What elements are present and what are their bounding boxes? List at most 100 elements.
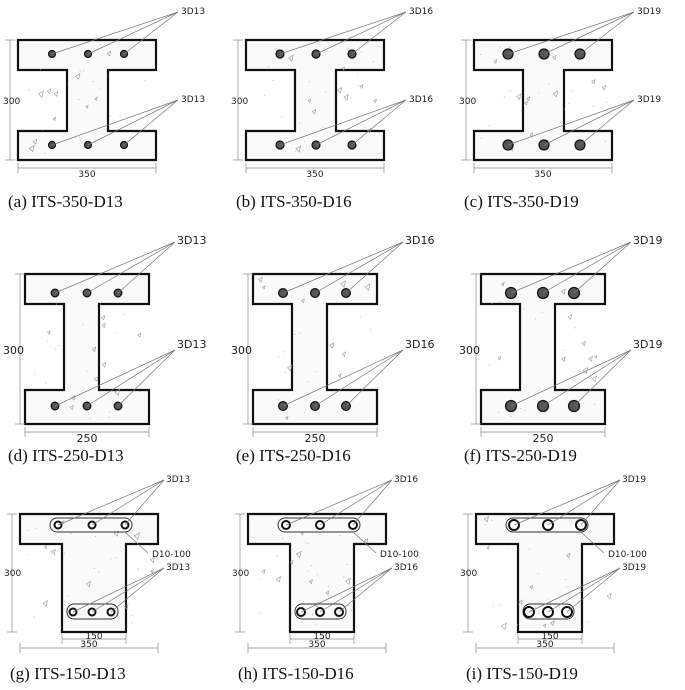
aggregate-mark	[337, 373, 342, 378]
aggregate-dot	[283, 351, 285, 353]
aggregate-dot	[70, 532, 72, 534]
aggregate-dot	[528, 548, 530, 550]
aggregate-dot	[539, 612, 541, 614]
aggregate-dot	[594, 404, 596, 406]
aggregate-mark	[341, 66, 345, 71]
aggregate-mark	[287, 364, 293, 372]
aggregate-mark	[581, 340, 586, 347]
web-width-dimension-label: 150	[313, 632, 330, 642]
leader-line	[542, 241, 632, 294]
aggregate-dot	[571, 90, 573, 92]
panel-caption: (e) ITS-250-D16	[236, 446, 351, 465]
bottom-stirrup-link	[294, 603, 347, 620]
aggregate-dot	[580, 293, 582, 295]
aggregate-dot	[289, 311, 291, 313]
aggregate-dot	[339, 534, 341, 536]
aggregate-dot	[523, 308, 525, 310]
aggregate-dot	[299, 122, 301, 124]
aggregate-dot	[510, 416, 512, 418]
aggregate-dot	[123, 313, 125, 315]
bottom-bar-label: 3D19	[633, 338, 662, 351]
aggregate-dot	[309, 396, 311, 398]
bottom-bar-label: 3D16	[405, 338, 434, 351]
aggregate-dot	[346, 564, 348, 566]
aggregate-dot	[35, 527, 37, 529]
aggregate-mark	[69, 404, 74, 411]
aggregate-dot	[603, 583, 605, 585]
leader-line	[345, 241, 404, 294]
aggregate-dot	[566, 586, 568, 588]
leader-line	[566, 567, 621, 613]
aggregate-mark	[518, 599, 523, 605]
top-stirrup-link	[505, 517, 589, 533]
aggregate-dot	[488, 364, 490, 366]
leader-line	[352, 479, 393, 526]
leader-line	[285, 479, 393, 526]
panel-caption: (c) ITS-350-D19	[464, 192, 579, 211]
aggregate-dot	[44, 152, 46, 154]
aggregate-mark	[42, 600, 49, 608]
aggregate-mark	[516, 93, 522, 100]
top-bar-label: 3D16	[405, 234, 434, 247]
aggregate-dot	[314, 623, 316, 625]
aggregate-dot	[593, 105, 595, 107]
aggregate-dot	[308, 81, 310, 83]
aggregate-dot	[305, 542, 307, 544]
aggregate-mark	[329, 342, 335, 349]
panel-caption: (g) ITS-150-D13	[10, 664, 126, 683]
height-dimension-label: 300	[459, 344, 480, 357]
beam-cross-section	[244, 38, 386, 162]
aggregate-dot	[58, 345, 60, 347]
aggregate-mark	[542, 623, 547, 628]
aggregate-dot	[27, 529, 29, 531]
leader-line	[543, 99, 635, 146]
beam-cross-section	[246, 512, 388, 634]
aggregate-mark	[261, 568, 266, 575]
bottom-bar-label: 3D16	[409, 95, 433, 105]
stirrup-label: D10-100	[380, 550, 419, 560]
aggregate-dot	[86, 370, 88, 372]
aggregate-dot	[56, 303, 58, 305]
leader-line	[315, 99, 407, 146]
leader-line	[117, 241, 176, 294]
aggregate-dot	[82, 70, 84, 72]
leader-line	[573, 349, 632, 407]
aggregate-mark	[295, 550, 302, 559]
leader-line	[319, 479, 393, 526]
width-dimension-label: 350	[308, 640, 325, 650]
leader-line	[338, 567, 393, 613]
aggregate-dot	[563, 108, 565, 110]
aggregate-mark	[100, 314, 106, 321]
aggregate-mark	[37, 90, 44, 98]
aggregate-mark	[552, 54, 557, 61]
aggregate-dot	[315, 371, 317, 373]
aggregate-mark	[308, 578, 313, 585]
leader-line	[72, 567, 165, 613]
aggregate-dot	[295, 151, 297, 153]
aggregate-dot	[604, 140, 606, 142]
aggregate-mark	[311, 108, 317, 115]
aggregate-mark	[106, 50, 112, 57]
leader-line	[543, 11, 635, 55]
aggregate-mark	[336, 87, 343, 94]
height-dimension-label: 300	[232, 569, 249, 579]
aggregate-dot	[509, 46, 511, 48]
leader-line	[110, 567, 165, 613]
leader-line	[315, 11, 407, 55]
leader-line	[86, 349, 176, 407]
aggregate-dot	[110, 558, 112, 560]
aggregate-dot	[491, 519, 493, 521]
beam-cross-section	[23, 272, 151, 426]
aggregate-dot	[73, 395, 75, 397]
aggregate-dot	[509, 90, 511, 92]
aggregate-dot	[98, 571, 100, 573]
aggregate-mark	[85, 104, 89, 109]
aggregate-mark	[529, 132, 534, 138]
leader-line	[91, 479, 165, 526]
leader-line	[507, 99, 635, 146]
leader-line	[87, 99, 179, 146]
aggregate-dot	[28, 89, 30, 91]
